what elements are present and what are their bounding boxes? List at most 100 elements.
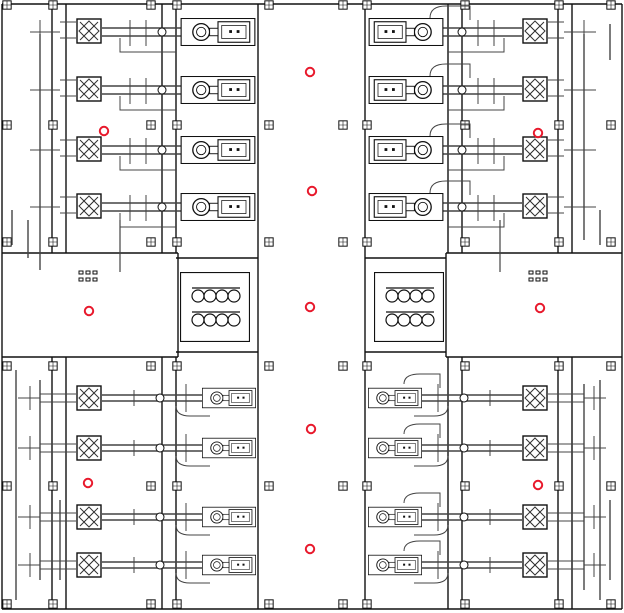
pump-unit-icon xyxy=(180,18,256,46)
reference-marker-icon xyxy=(304,66,316,78)
pump-unit-icon xyxy=(202,387,256,409)
column-icon xyxy=(362,237,372,247)
heat-exchanger-icon xyxy=(76,76,102,102)
pump-unit-icon xyxy=(368,554,422,576)
column-icon xyxy=(264,481,274,491)
pump-unit-icon xyxy=(368,18,444,46)
pump-unit-icon xyxy=(368,437,422,459)
column-icon xyxy=(2,237,12,247)
column-icon xyxy=(172,120,182,130)
column-icon xyxy=(48,481,58,491)
column-icon xyxy=(606,361,616,371)
heat-exchanger-icon xyxy=(76,18,102,44)
column-icon xyxy=(460,237,470,247)
heat-exchanger-icon xyxy=(522,435,548,461)
column-icon xyxy=(338,361,348,371)
column-icon xyxy=(554,237,564,247)
column-icon xyxy=(460,120,470,130)
reference-marker-icon xyxy=(82,477,94,489)
heat-exchanger-icon xyxy=(522,385,548,411)
column-icon xyxy=(172,361,182,371)
column-icon xyxy=(362,599,372,609)
column-icon xyxy=(606,237,616,247)
reference-marker-icon xyxy=(532,127,544,139)
column-icon xyxy=(264,0,274,10)
column-icon xyxy=(554,599,564,609)
column-icon xyxy=(362,0,372,10)
column-icon xyxy=(606,481,616,491)
pump-unit-icon xyxy=(202,506,256,528)
reference-marker-icon xyxy=(534,302,546,314)
heat-exchanger-icon xyxy=(522,552,548,578)
column-icon xyxy=(362,481,372,491)
column-icon xyxy=(146,361,156,371)
heat-exchanger-icon xyxy=(76,385,102,411)
column-icon xyxy=(2,481,12,491)
column-icon xyxy=(172,0,182,10)
column-icon xyxy=(264,361,274,371)
pump-unit-icon xyxy=(180,136,256,164)
column-icon xyxy=(338,599,348,609)
reference-marker-icon xyxy=(98,125,110,137)
control-panel-icon xyxy=(374,272,444,342)
pump-unit-icon xyxy=(368,506,422,528)
pump-unit-icon xyxy=(368,387,422,409)
reference-marker-icon xyxy=(306,185,318,197)
column-icon xyxy=(2,0,12,10)
column-icon xyxy=(146,237,156,247)
pump-unit-icon xyxy=(180,76,256,104)
column-icon xyxy=(172,481,182,491)
reference-markers xyxy=(82,66,546,555)
column-icon xyxy=(606,599,616,609)
control-panel-icon xyxy=(180,272,250,342)
column-icon xyxy=(264,120,274,130)
column-icon xyxy=(48,237,58,247)
column-icon xyxy=(48,120,58,130)
column-icon xyxy=(172,599,182,609)
column-icon xyxy=(606,120,616,130)
reference-marker-icon xyxy=(304,543,316,555)
column-icon xyxy=(554,0,564,10)
column-icon xyxy=(460,361,470,371)
pump-unit-icon xyxy=(368,136,444,164)
heat-exchanger-icon xyxy=(76,435,102,461)
reference-marker-icon xyxy=(305,423,317,435)
heat-exchanger-icon xyxy=(522,136,548,162)
pump-unit-icon xyxy=(202,554,256,576)
column-icon xyxy=(362,120,372,130)
reference-marker-icon xyxy=(83,305,95,317)
column-icon xyxy=(554,361,564,371)
pump-unit-icon xyxy=(202,437,256,459)
heat-exchanger-icon xyxy=(76,552,102,578)
heat-exchanger-icon xyxy=(522,18,548,44)
column-icon xyxy=(338,237,348,247)
reference-marker-icon xyxy=(532,479,544,491)
heat-exchanger-icon xyxy=(522,193,548,219)
column-icon xyxy=(338,481,348,491)
column-icon xyxy=(460,599,470,609)
column-icon xyxy=(2,361,12,371)
column-icon xyxy=(146,120,156,130)
column-icon xyxy=(146,0,156,10)
pump-unit-icon xyxy=(368,76,444,104)
column-icon xyxy=(264,237,274,247)
heat-exchanger-icon xyxy=(76,504,102,530)
pump-unit-icon xyxy=(368,193,444,221)
column-icon xyxy=(606,0,616,10)
column-icon xyxy=(362,361,372,371)
column-icon xyxy=(264,599,274,609)
column-icon xyxy=(338,0,348,10)
column-icon xyxy=(172,237,182,247)
column-icon xyxy=(338,120,348,130)
column-icon xyxy=(146,481,156,491)
column-icon xyxy=(48,599,58,609)
column-icon xyxy=(2,599,12,609)
heat-exchanger-icon xyxy=(76,136,102,162)
column-icon xyxy=(2,120,12,130)
column-icon xyxy=(460,481,470,491)
heat-exchanger-icon xyxy=(76,193,102,219)
column-icon xyxy=(146,599,156,609)
piping-network xyxy=(11,5,611,600)
heat-exchanger-icon xyxy=(522,504,548,530)
